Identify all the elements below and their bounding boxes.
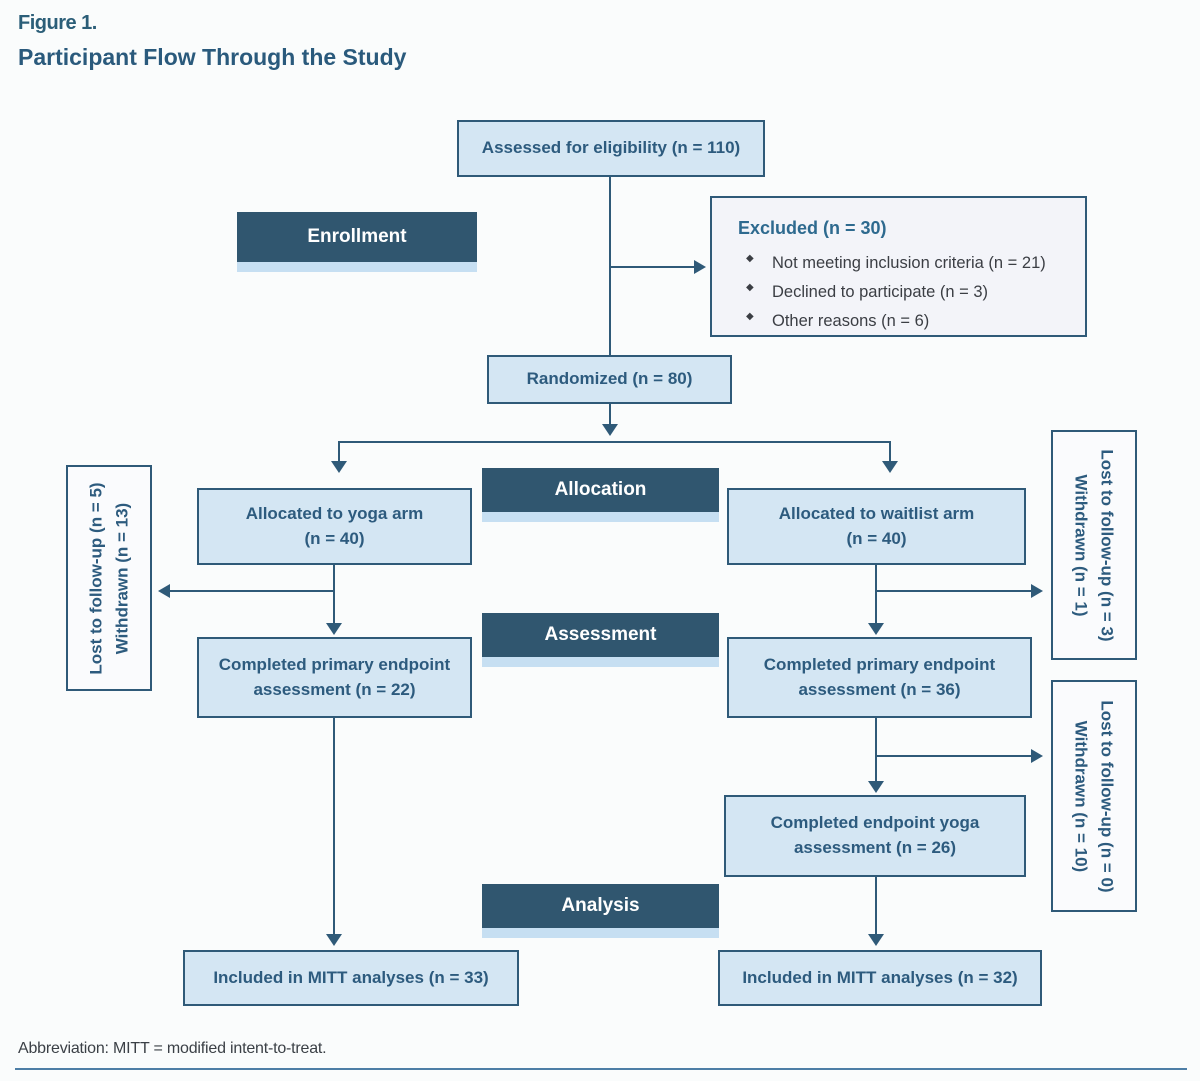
connector-yoga-to-attrition: [168, 590, 335, 592]
node-assessed-eligibility-label: Assessed for eligibility (n = 110): [481, 138, 741, 158]
node-waitlist-mitt: Included in MITT analyses (n = 32): [718, 950, 1042, 1006]
node-yoga-attrition-text: Lost to follow-up (n = 5) Withdrawn (n =…: [84, 482, 135, 674]
excluded-reason-item: Other reasons (n = 6): [738, 307, 1059, 336]
connector-waitlist-to-attrition-2: [876, 755, 1033, 757]
node-allocated-yoga: Allocated to yoga arm (n = 40): [197, 488, 472, 565]
arrowhead-to-waitlist-arm-icon: [882, 461, 898, 473]
section-enrollment-label: Enrollment: [237, 212, 477, 262]
connector-split-horizontal: [338, 441, 891, 443]
section-assessment-underline: [482, 657, 719, 667]
connector-waitlist-to-mitt: [875, 877, 877, 936]
section-assessment-label: Assessment: [482, 613, 719, 657]
node-yoga-mitt: Included in MITT analyses (n = 33): [183, 950, 519, 1006]
node-assessed-eligibility: Assessed for eligibility (n = 110): [457, 120, 765, 177]
node-yoga-mitt-label: Included in MITT analyses (n = 33): [213, 967, 489, 987]
connector-waitlist-to-completed: [875, 565, 877, 625]
node-waitlist-attrition-2-line2: Withdrawn (n = 10): [1072, 720, 1092, 872]
arrowhead-endpoint-yoga-icon: [868, 781, 884, 793]
arrowhead-waitlist-attrition-1-icon: [1031, 584, 1043, 598]
node-allocated-waitlist-line1: Allocated to waitlist arm: [778, 503, 975, 523]
arrowhead-waitlist-attrition-2-icon: [1031, 749, 1043, 763]
figure-title: Participant Flow Through the Study: [18, 44, 407, 70]
abbreviation-footnote: Abbreviation: MITT = modified intent-to-…: [18, 1040, 327, 1057]
node-waitlist-completed-primary: Completed primary endpoint assessment (n…: [727, 637, 1032, 718]
node-excluded-title: Excluded (n = 30): [738, 218, 887, 238]
node-yoga-completed-primary: Completed primary endpoint assessment (n…: [197, 637, 472, 718]
section-enrollment-underline: [237, 262, 477, 272]
connector-assessed-to-excluded: [610, 266, 695, 268]
node-waitlist-attrition-1-text: Lost to follow-up (n = 3) Withdrawn (n =…: [1069, 449, 1120, 641]
node-waitlist-mitt-label: Included in MITT analyses (n = 32): [742, 967, 1018, 987]
node-waitlist-endpoint-yoga-line1: Completed endpoint yoga: [770, 813, 980, 833]
node-waitlist-attrition-2: Lost to follow-up (n = 0) Withdrawn (n =…: [1051, 680, 1137, 912]
node-waitlist-attrition-2-text: Lost to follow-up (n = 0) Withdrawn (n =…: [1069, 700, 1120, 892]
node-waitlist-endpoint-yoga-line2: assessment (n = 26): [793, 838, 957, 857]
section-allocation: Allocation: [482, 468, 719, 522]
excluded-reason-item: Declined to participate (n = 3): [738, 278, 1059, 307]
node-randomized-label: Randomized (n = 80): [526, 369, 693, 389]
node-yoga-completed-primary-line1: Completed primary endpoint: [218, 654, 451, 674]
connector-waitlist-to-attrition-1: [876, 590, 1033, 592]
arrowhead-waitlist-completed-icon: [868, 623, 884, 635]
node-waitlist-attrition-2-line1: Lost to follow-up (n = 0): [1097, 699, 1117, 893]
arrowhead-yoga-mitt-icon: [326, 934, 342, 946]
arrowhead-waitlist-mitt-icon: [868, 934, 884, 946]
node-waitlist-attrition-1: Lost to follow-up (n = 3) Withdrawn (n =…: [1051, 430, 1137, 660]
arrowhead-to-excluded-icon: [694, 260, 706, 274]
arrowhead-randomized-split-icon: [602, 424, 618, 436]
node-allocated-waitlist-line2: (n = 40): [846, 528, 907, 548]
connector-yoga-to-mitt: [333, 718, 335, 936]
arrowhead-yoga-completed-icon: [326, 623, 342, 635]
node-yoga-completed-primary-line2: assessment (n = 22): [253, 679, 416, 699]
section-analysis-label: Analysis: [482, 884, 719, 928]
node-allocated-waitlist: Allocated to waitlist arm (n = 40): [727, 488, 1026, 565]
section-allocation-underline: [482, 512, 719, 522]
connector-split-left-down: [338, 441, 340, 463]
figure-label: Figure 1.: [18, 12, 97, 34]
arrowhead-yoga-attrition-icon: [158, 584, 170, 598]
node-waitlist-endpoint-yoga: Completed endpoint yoga assessment (n = …: [724, 795, 1026, 877]
node-yoga-attrition-line1: Lost to follow-up (n = 5): [86, 481, 106, 675]
node-yoga-attrition: Lost to follow-up (n = 5) Withdrawn (n =…: [66, 465, 152, 691]
node-waitlist-completed-primary-line2: assessment (n = 36): [798, 679, 961, 699]
connector-randomized-down: [609, 404, 611, 426]
excluded-reason-item: Not meeting inclusion criteria (n = 21): [738, 249, 1059, 278]
excluded-reason-list: Not meeting inclusion criteria (n = 21) …: [738, 249, 1059, 336]
node-allocated-yoga-line2: (n = 40): [304, 528, 365, 548]
node-waitlist-attrition-1-line2: Withdrawn (n = 1): [1072, 473, 1092, 616]
node-allocated-yoga-line1: Allocated to yoga arm: [245, 503, 424, 523]
connector-yoga-to-completed: [333, 565, 335, 625]
section-analysis-underline: [482, 928, 719, 938]
connector-split-right-down: [889, 441, 891, 463]
node-waitlist-completed-primary-line1: Completed primary endpoint: [763, 654, 996, 674]
section-allocation-label: Allocation: [482, 468, 719, 512]
arrowhead-to-yoga-arm-icon: [331, 461, 347, 473]
footer-rule: [15, 1068, 1187, 1070]
section-assessment: Assessment: [482, 613, 719, 667]
connector-waitlist-to-endpoint-yoga: [875, 718, 877, 783]
node-waitlist-attrition-1-line1: Lost to follow-up (n = 3): [1097, 448, 1117, 642]
node-yoga-attrition-line2: Withdrawn (n = 13): [112, 502, 132, 654]
node-excluded: Excluded (n = 30) Not meeting inclusion …: [710, 196, 1087, 337]
section-enrollment: Enrollment: [237, 212, 477, 272]
node-randomized: Randomized (n = 80): [487, 355, 732, 404]
section-analysis: Analysis: [482, 884, 719, 938]
